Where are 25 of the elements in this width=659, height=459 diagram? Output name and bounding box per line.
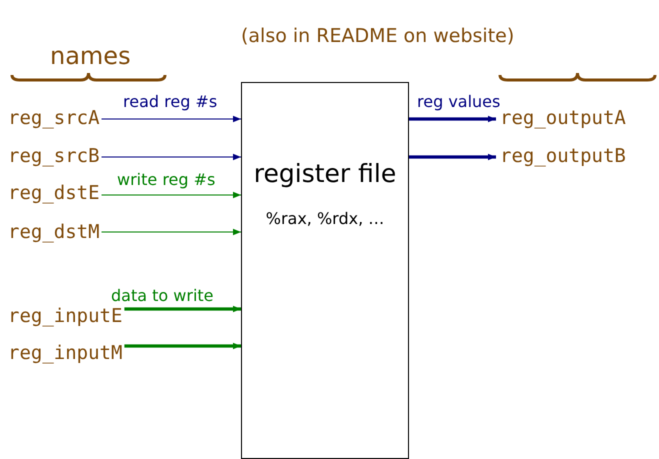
signal-name: reg_srcA (8, 106, 100, 130)
signal-name: reg_outputB (500, 144, 626, 168)
signal-name: reg_srcB (8, 144, 100, 168)
box-subtitle: %rax, %rdx, … (264, 209, 386, 228)
signal-name: reg_outputA (500, 106, 626, 130)
arrow (124, 342, 241, 350)
heading: names (50, 46, 131, 66)
signal-name: reg_inputE (8, 304, 122, 328)
arrow (409, 154, 496, 160)
register-file-box (241, 82, 409, 459)
group-label: reg values (417, 92, 500, 112)
arrow (124, 306, 241, 312)
signal-name: reg_inputM (8, 341, 122, 365)
group-label: write reg #s (117, 170, 216, 190)
arrow (101, 154, 242, 160)
arrow (101, 116, 242, 122)
arrow (101, 192, 242, 198)
group-label: read reg #s (123, 92, 218, 112)
arrow (101, 228, 242, 236)
signal-name: reg_dstE (8, 181, 100, 205)
note: (also in README on website) (241, 26, 514, 46)
signal-name: reg_dstM (8, 220, 100, 244)
box-title: register file (252, 159, 398, 188)
arrow (409, 116, 496, 122)
group-label: data to write (111, 286, 214, 306)
